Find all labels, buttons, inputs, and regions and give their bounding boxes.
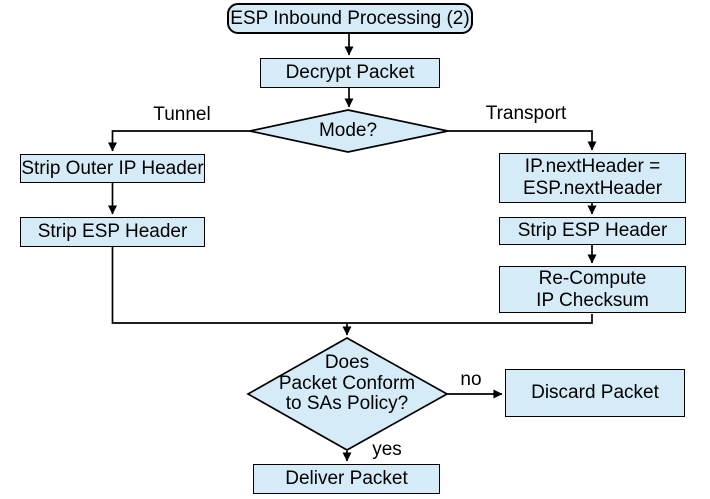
node-recompute-checksum-line1: Re-Compute <box>538 267 647 289</box>
edge-label-yes: yes <box>372 439 402 460</box>
node-policy-line1: Does <box>324 352 370 374</box>
node-recompute-checksum-line2: IP Checksum <box>536 289 649 311</box>
edge-mode-to-strip-outer <box>108 130 250 152</box>
edge-label-no: no <box>460 369 482 390</box>
node-start: ESP Inbound Processing (2) <box>227 3 473 34</box>
node-deliver-packet: Deliver Packet <box>253 464 440 494</box>
node-ip-nextheader-line2: ESP.nextHeader <box>522 178 663 199</box>
edge-label-tunnel: Tunnel <box>153 104 211 125</box>
edge-mode-to-ip-next <box>448 130 597 151</box>
node-policy-label: Does Packet Conform to SAs Policy? <box>262 353 432 415</box>
node-policy-line2: Packet Conform <box>278 372 416 394</box>
node-strip-outer-ip-header-label: Strip Outer IP Header <box>21 157 204 179</box>
node-strip-outer-ip-header: Strip Outer IP Header <box>20 154 205 183</box>
node-deliver-packet-label: Deliver Packet <box>285 468 408 489</box>
node-mode-label: Mode? <box>318 119 378 141</box>
node-decrypt-packet: Decrypt Packet <box>260 58 440 88</box>
mode-decision-diamond <box>249 109 449 153</box>
node-discard-packet-label: Discard Packet <box>531 382 659 403</box>
node-ip-nextheader-line1: IP.nextHeader = <box>524 156 661 177</box>
node-start-label: ESP Inbound Processing (2) <box>230 7 470 29</box>
node-recompute-checksum: Re-Compute IP Checksum <box>499 266 686 313</box>
node-strip-esp-header-left: Strip ESP Header <box>20 217 205 247</box>
node-decrypt-packet-label: Decrypt Packet <box>285 62 415 83</box>
node-strip-esp-header-right: Strip ESP Header <box>499 217 686 245</box>
policy-decision-diamond <box>246 337 449 451</box>
edge-merge-line <box>111 247 593 324</box>
node-strip-esp-header-right-label: Strip ESP Header <box>517 220 668 241</box>
edge-label-transport: Transport <box>485 103 567 124</box>
node-ip-nextheader: IP.nextHeader = ESP.nextHeader <box>499 153 686 203</box>
node-strip-esp-header-left-label: Strip ESP Header <box>37 221 188 242</box>
node-policy-line3: to SAs Policy? <box>285 393 409 415</box>
node-discard-packet: Discard Packet <box>505 369 685 417</box>
